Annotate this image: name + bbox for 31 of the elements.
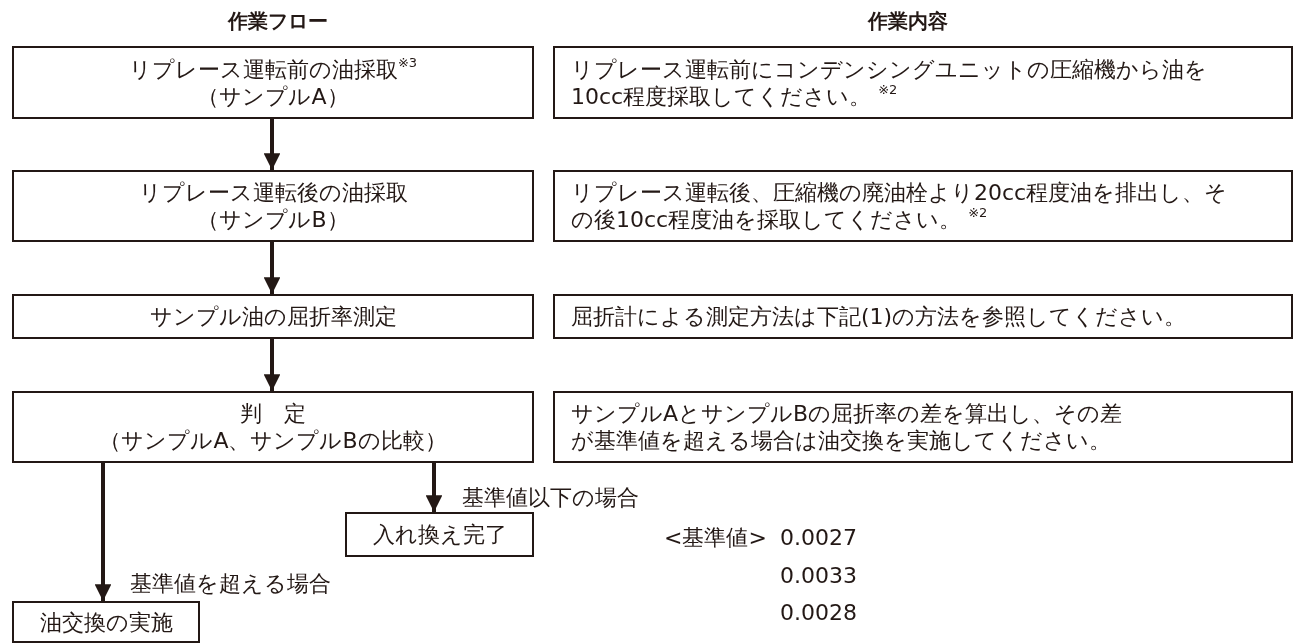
description-box <box>553 391 1293 463</box>
flow-arrow <box>263 339 281 391</box>
flow-arrow <box>425 463 443 512</box>
step-note: （サンプルA） <box>197 82 349 110</box>
step-note: （サンプルB） <box>197 206 349 233</box>
step-text: 判 定 <box>240 400 306 427</box>
step-text: 入れ換え完了 <box>372 521 507 548</box>
step-text: リプレース運転後、圧縮機の廃油栓より20cc程度油を排出し、その後10cc程度油を採取してください。 $^{※2}$ <box>571 179 1229 233</box>
description-box <box>553 46 1293 119</box>
flow-arrow <box>263 242 281 294</box>
step-text: サンプルAとサンプルBの屈折率の差を算出し、その差が基準値を超える場合は油交換を実施してください。 <box>571 400 1124 454</box>
step-text: リプレース運転前にコンデンシングユニットの圧縮機から油を10cc程度採取してください。 $^{※2}$ <box>571 55 1208 110</box>
flow-arrow <box>263 119 281 170</box>
step-text: リプレース運転前の油採取$^{※3}$ <box>128 55 418 83</box>
process-box <box>12 46 534 119</box>
step-text: サンプル油の屈折率測定 <box>149 303 397 330</box>
process-box <box>12 601 200 643</box>
edge-label: 基準値を超える場合 <box>130 570 331 597</box>
criteria-heading: <基準値> <box>664 524 767 551</box>
step-note: （サンプルA、サンプルBの比較） <box>99 427 447 454</box>
edge-label: 基準値以下の場合 <box>462 484 639 511</box>
process-box <box>345 512 534 557</box>
process-box <box>12 170 534 242</box>
description-box <box>553 294 1293 339</box>
description-box <box>553 170 1293 242</box>
step-text: 油交換の実施 <box>39 608 173 636</box>
step-text: 屈折計による測定方法は下記(1)の方法を参照してください。 <box>571 303 1187 330</box>
step-text: リプレース運転後の油採取 <box>138 179 408 206</box>
process-box <box>12 294 534 339</box>
process-box <box>12 391 534 463</box>
flow-arrow <box>94 463 112 601</box>
